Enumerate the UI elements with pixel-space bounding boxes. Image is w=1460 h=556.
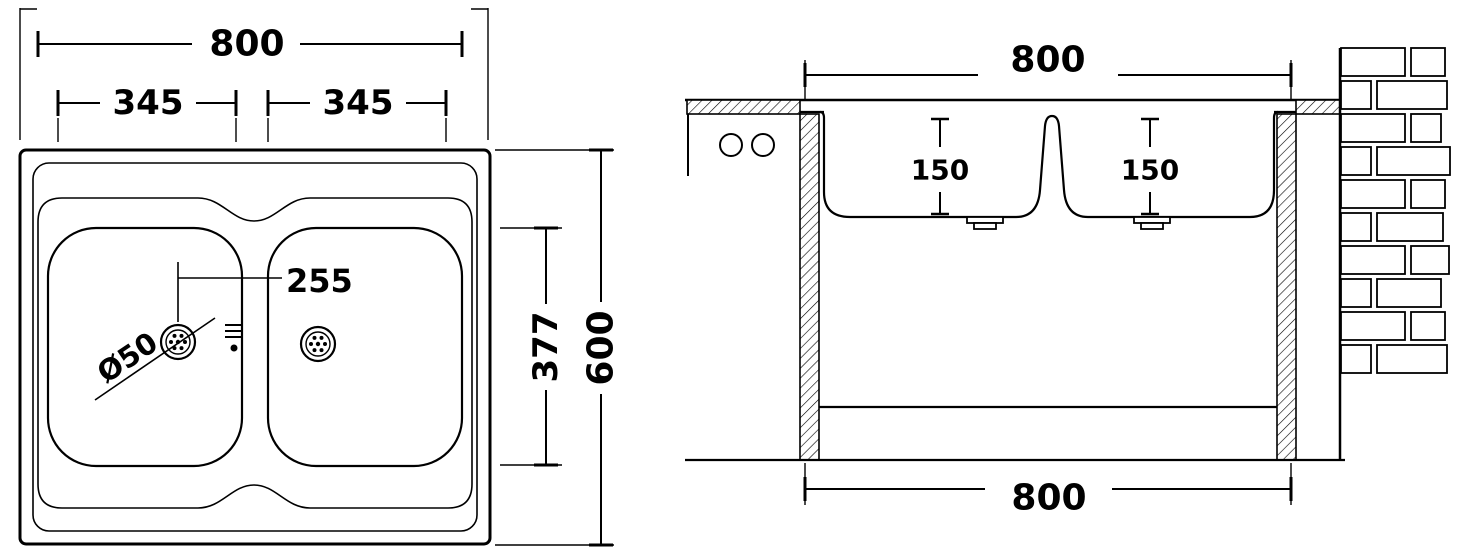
dim-drain-diameter: Ø50 [91, 317, 216, 401]
dim-left-bowl-depth: 150 [911, 117, 969, 216]
dim-right-bowl-width-label: 345 [323, 83, 394, 123]
right-bowl [266, 226, 464, 468]
dim-section-bottom-width-label: 800 [1011, 478, 1086, 519]
dim-overall-width: 800 [19, 8, 489, 140]
dim-drain-offset: 255 [177, 262, 353, 322]
mounting-hole-icon [751, 133, 775, 157]
sink-outer-edge [18, 148, 492, 546]
dim-section-top-width: 800 [803, 40, 1293, 99]
dim-left-bowl-width: 345 [56, 83, 238, 142]
dim-right-bowl-depth-label: 150 [1121, 154, 1179, 187]
dim-overall-width-label: 800 [209, 24, 284, 65]
dim-bowl-depth-label: 377 [526, 312, 566, 383]
cabinet-left-post [799, 113, 820, 461]
dim-right-bowl-depth: 150 [1121, 117, 1179, 216]
right-drain-fitting-icon [1133, 216, 1171, 230]
brick-wall [1338, 47, 1451, 460]
counter-section-right [1295, 99, 1341, 115]
dim-right-bowl-width: 345 [266, 83, 448, 142]
dim-section-bottom-width: 800 [803, 463, 1293, 519]
bowls-section-profile [819, 110, 1279, 219]
dim-section-top-width-label: 800 [1010, 40, 1085, 81]
dim-drain-diameter-label: Ø50 [91, 325, 164, 390]
dim-overall-depth: 600 [495, 148, 622, 547]
left-bowl [46, 226, 244, 468]
dim-bowl-depth: 377 [500, 226, 566, 467]
cabinet-right-post [1276, 113, 1297, 461]
dim-left-bowl-depth-label: 150 [911, 154, 969, 187]
overflow-mark-icon [225, 324, 243, 352]
left-drain-fitting-icon [966, 216, 1004, 230]
mounting-hole-icon [719, 133, 743, 157]
right-drain-strainer-icon [299, 325, 337, 363]
dim-drain-offset-label: 255 [286, 262, 353, 300]
sink-rim [32, 162, 478, 532]
top-view: 800 345 345 [18, 8, 622, 547]
counter-section-left [686, 99, 801, 115]
dim-left-bowl-width-label: 345 [113, 83, 184, 123]
section-view: 150 150 800 [685, 40, 1451, 519]
pressed-area-outline [37, 197, 473, 509]
dim-overall-depth-label: 600 [581, 310, 622, 385]
left-drain-strainer-icon [159, 323, 197, 361]
